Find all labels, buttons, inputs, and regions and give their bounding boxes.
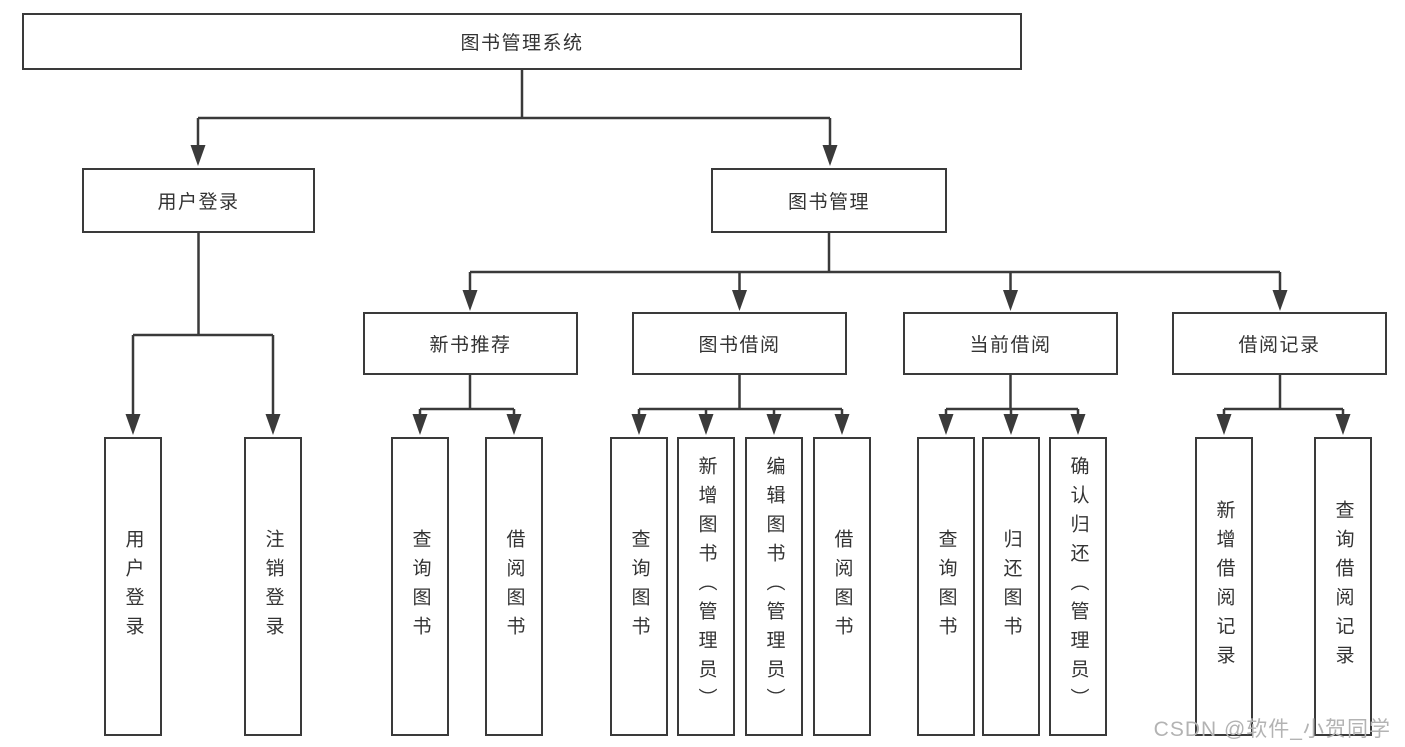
node-user-login: 用户登录	[82, 168, 315, 233]
node-label: 查询借阅记录	[1332, 499, 1354, 674]
leaf-query-books-borrow: 查询图书	[610, 437, 668, 736]
node-label: 借阅图书	[503, 528, 525, 645]
node-new-book-recommend: 新书推荐	[363, 312, 578, 375]
tree-edges	[131, 70, 1345, 420]
node-label: 查询图书	[935, 528, 957, 645]
arrowhead	[462, 290, 478, 311]
node-label: 借阅记录	[1238, 335, 1321, 356]
arrowhead	[631, 414, 647, 435]
leaf-logout: 注销登录	[244, 437, 302, 736]
node-label: 借阅图书	[831, 528, 853, 645]
arrowhead	[190, 145, 206, 166]
node-label: 查询图书	[409, 528, 431, 645]
arrowhead	[1335, 414, 1351, 435]
leaf-query-books-recommend: 查询图书	[391, 437, 449, 736]
arrowhead	[412, 414, 428, 435]
node-label: 新增图书（管理员）	[695, 456, 717, 717]
csdn-watermark: CSDN @软件_小贺同学	[1153, 718, 1391, 741]
arrowhead	[1003, 414, 1019, 435]
arrowhead	[834, 414, 850, 435]
node-label: 新书推荐	[429, 335, 512, 356]
leaf-query-borrow-record: 查询借阅记录	[1314, 437, 1372, 736]
leaf-add-books-admin: 新增图书（管理员）	[677, 437, 735, 736]
node-borrow-records: 借阅记录	[1172, 312, 1387, 375]
node-label: 用户登录	[157, 192, 240, 213]
arrowhead	[938, 414, 954, 435]
arrowhead	[698, 414, 714, 435]
node-label: 归还图书	[1000, 528, 1022, 645]
arrowhead	[1003, 290, 1018, 311]
node-label: 当前借阅	[969, 335, 1052, 356]
node-label: 注销登录	[262, 528, 284, 645]
node-book-borrow: 图书借阅	[632, 312, 847, 375]
arrowhead	[506, 414, 522, 435]
arrowhead	[766, 414, 782, 435]
node-label: 查询图书	[628, 528, 650, 645]
arrowhead	[732, 290, 747, 311]
leaf-borrow-books: 借阅图书	[813, 437, 871, 736]
node-label: 新增借阅记录	[1213, 499, 1235, 674]
leaf-return-books: 归还图书	[982, 437, 1040, 736]
node-label: 图书借阅	[698, 335, 781, 356]
node-library-system: 图书管理系统	[22, 13, 1022, 70]
leaf-add-borrow-record: 新增借阅记录	[1195, 437, 1253, 736]
arrowhead	[125, 414, 141, 435]
leaf-query-books-current: 查询图书	[917, 437, 975, 736]
arrowhead	[1272, 290, 1288, 311]
arrowheads	[125, 145, 1351, 435]
arrowhead	[822, 145, 838, 166]
node-current-borrow: 当前借阅	[903, 312, 1118, 375]
node-label: 图书管理系统	[460, 33, 584, 54]
leaf-confirm-return-admin: 确认归还（管理员）	[1049, 437, 1107, 736]
node-label: 用户登录	[122, 528, 144, 645]
leaf-borrow-books-recommend: 借阅图书	[485, 437, 543, 736]
leaf-edit-books-admin: 编辑图书（管理员）	[745, 437, 803, 736]
arrowhead	[1216, 414, 1232, 435]
node-label: 编辑图书（管理员）	[763, 456, 785, 717]
node-label: 图书管理	[787, 192, 870, 213]
arrowhead	[265, 414, 281, 435]
leaf-user-login: 用户登录	[104, 437, 162, 736]
node-label: 确认归还（管理员）	[1067, 456, 1089, 717]
arrowhead	[1070, 414, 1086, 435]
node-book-management: 图书管理	[711, 168, 947, 233]
